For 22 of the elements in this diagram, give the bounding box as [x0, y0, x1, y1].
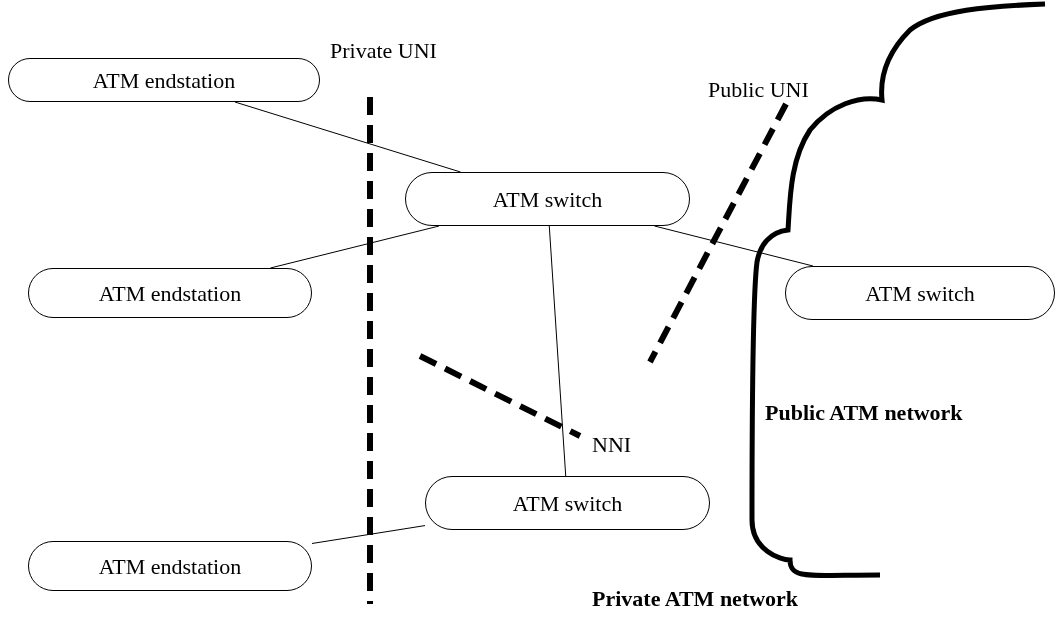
node-label: ATM endstation: [98, 552, 242, 581]
network-device-node: [28, 268, 312, 318]
node-label: ATM endstation: [92, 66, 236, 95]
network-device-node: [785, 266, 1055, 320]
connector-line: [234, 101, 461, 173]
connector-line: [269, 225, 440, 269]
node-label: ATM switch: [865, 279, 975, 308]
interface-label: NNI: [592, 431, 632, 459]
interface-label: Public UNI: [708, 76, 809, 104]
node-label: ATM endstation: [98, 279, 242, 308]
network-label: Public ATM network: [765, 399, 963, 427]
connector-line: [654, 225, 814, 267]
network-device-node: [405, 172, 690, 226]
network-device-node: [425, 476, 710, 530]
interface-label: Private UNI: [330, 37, 437, 65]
node-label: ATM switch: [492, 185, 603, 214]
network-device-node: [28, 541, 312, 591]
node-label: ATM switch: [512, 489, 623, 518]
connector-line: [548, 225, 567, 477]
network-device-node: [8, 58, 320, 102]
connector-line: [311, 525, 426, 544]
network-label: Private ATM network: [592, 585, 799, 613]
